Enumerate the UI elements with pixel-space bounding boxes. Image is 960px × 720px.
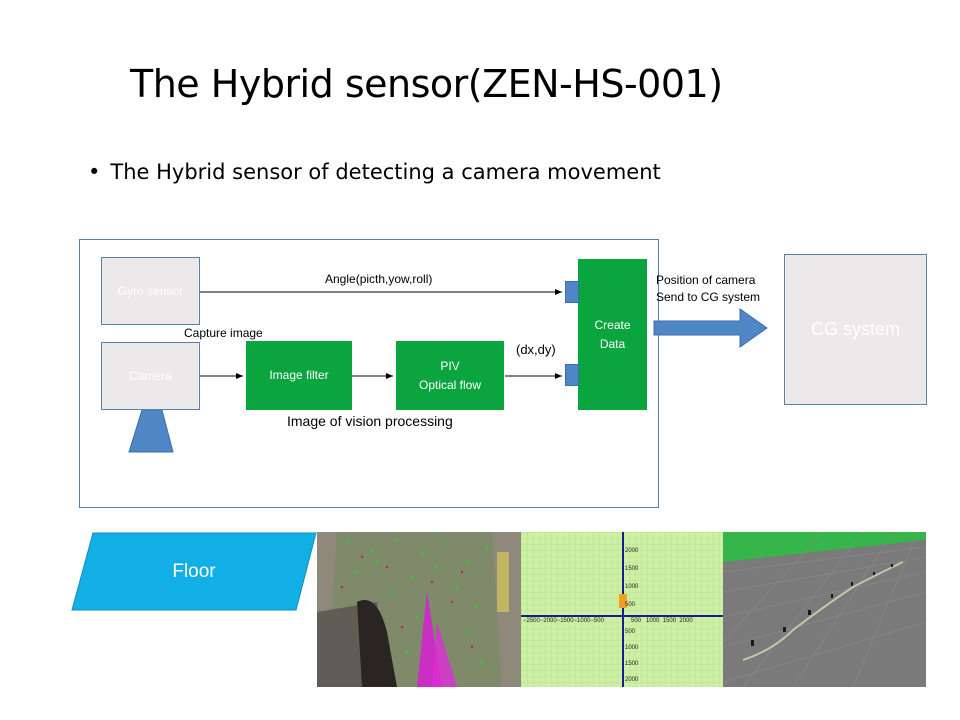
bullet-text: The Hybrid sensor of detecting a camera …	[110, 160, 661, 184]
plot-x-ticks-right: 500 1000 1500 2000	[631, 618, 693, 624]
floor-shape	[71, 532, 317, 611]
gyro-sensor-box: Gyro sensor	[101, 257, 200, 325]
plot-y-tick: 2000	[625, 677, 639, 683]
angle-label: Angle(picth,yow,roll)	[325, 272, 433, 286]
capture-image-label: Capture image	[184, 326, 263, 340]
piv-box: PIV Optical flow	[396, 341, 504, 410]
position-label-2: Send to CG system	[656, 290, 761, 304]
create-label-1: Create	[594, 317, 631, 332]
cg-3d-view	[723, 532, 926, 687]
flow-input-port	[565, 364, 579, 386]
floor-flow-photo	[317, 532, 521, 687]
plot-y-tick: 2000	[625, 548, 639, 554]
create-data-box: Create Data	[578, 259, 647, 410]
image-filter-label: Image filter	[269, 368, 329, 382]
plot-y-tick: 1500	[625, 661, 639, 667]
diagram-frame	[79, 239, 659, 508]
angle-input-port	[565, 281, 579, 303]
camera-stand	[128, 409, 174, 453]
image-filter-box: Image filter	[246, 341, 352, 410]
floor-label: Floor	[172, 561, 216, 582]
plot-y-tick: 1500	[625, 566, 639, 572]
dxdy-label: (dx,dy)	[516, 342, 556, 357]
plot-y-tick: 1000	[625, 645, 639, 651]
plot-y-tick: 500	[625, 602, 636, 608]
cg-3d-graphic	[723, 532, 926, 687]
camera-label: Camera	[129, 369, 172, 383]
plot-y-tick: 500	[625, 629, 636, 635]
floor-flow-graphic	[317, 532, 521, 687]
position-plot-graphic	[521, 532, 723, 687]
plot-y-tick: 1000	[625, 584, 639, 590]
plot-y-ticks: 2000 1500 1000 500	[625, 542, 638, 614]
cg-system-label: CG system	[810, 319, 900, 339]
cg-system-box: CG system	[784, 254, 927, 405]
bullet-dot: •	[88, 160, 101, 184]
bullet-item: • The Hybrid sensor of detecting a camera…	[88, 160, 661, 184]
piv-label-2: Optical flow	[418, 377, 482, 392]
plot-y-ticks-lower: 500 1000 1500 2000	[625, 624, 638, 687]
piv-label-1: PIV	[440, 358, 460, 373]
camera-box: Camera	[101, 342, 200, 410]
slide-title: The Hybrid sensor(ZEN-HS-001)	[130, 62, 723, 106]
position-label-1: Position of camera	[656, 273, 756, 287]
gyro-sensor-label: Gyro sensor	[117, 284, 184, 298]
send-arrow	[653, 308, 768, 348]
vision-processing-label: Image of vision processing	[287, 413, 453, 429]
plot-x-ticks-left: −2500−2000−1500−1000−500	[523, 618, 604, 624]
position-plot: 2000 1500 1000 500 500 1000 1500 2000 −2…	[521, 532, 723, 687]
create-label-2: Data	[599, 336, 626, 351]
